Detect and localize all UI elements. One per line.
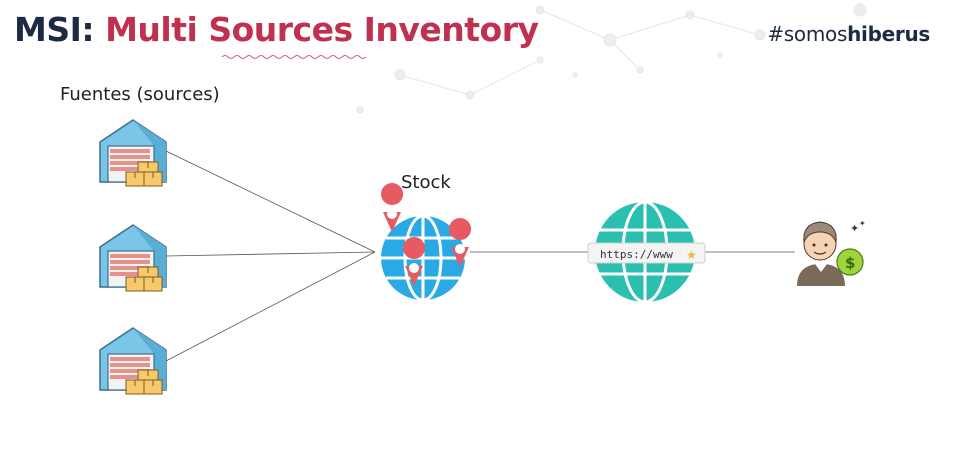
spellcheck-underline bbox=[221, 55, 367, 59]
star-icon: ★ bbox=[686, 248, 697, 262]
title-main: Multi Sources Inventory bbox=[105, 10, 539, 49]
sparkle-icon: ✦ ✦ bbox=[850, 219, 866, 235]
url-bar bbox=[587, 242, 706, 264]
web-globe-icon: https://www ★ bbox=[587, 200, 706, 304]
warehouse-icon bbox=[99, 224, 167, 292]
map-pin-icon bbox=[449, 218, 472, 267]
brand-part-1: #somos bbox=[767, 22, 848, 46]
globe-with-pins-icon bbox=[381, 183, 472, 302]
dollar-coin-icon: $ bbox=[836, 248, 864, 276]
connector-lines bbox=[165, 150, 795, 362]
url-bar-text: https://www bbox=[600, 248, 673, 261]
map-pin-icon bbox=[403, 237, 426, 286]
stock-label: Stock bbox=[401, 172, 451, 193]
brand-part-2: hiberus bbox=[847, 22, 930, 46]
sources-label: Fuentes (sources) bbox=[60, 84, 220, 105]
warehouse-icon bbox=[99, 119, 167, 187]
background-network-pattern bbox=[356, 3, 867, 114]
page-title: MSI: Multi Sources Inventory bbox=[14, 10, 539, 49]
brand-logo: #somoshiberus bbox=[767, 22, 930, 46]
svg-text:✦: ✦ bbox=[850, 223, 859, 235]
map-pin-icon bbox=[381, 183, 404, 232]
svg-text:✦: ✦ bbox=[859, 219, 866, 228]
customer-with-coin-icon: $ ✦ ✦ bbox=[797, 219, 866, 286]
warehouse-icon bbox=[99, 327, 167, 395]
title-prefix: MSI: bbox=[14, 10, 95, 49]
svg-text:$: $ bbox=[845, 254, 855, 272]
